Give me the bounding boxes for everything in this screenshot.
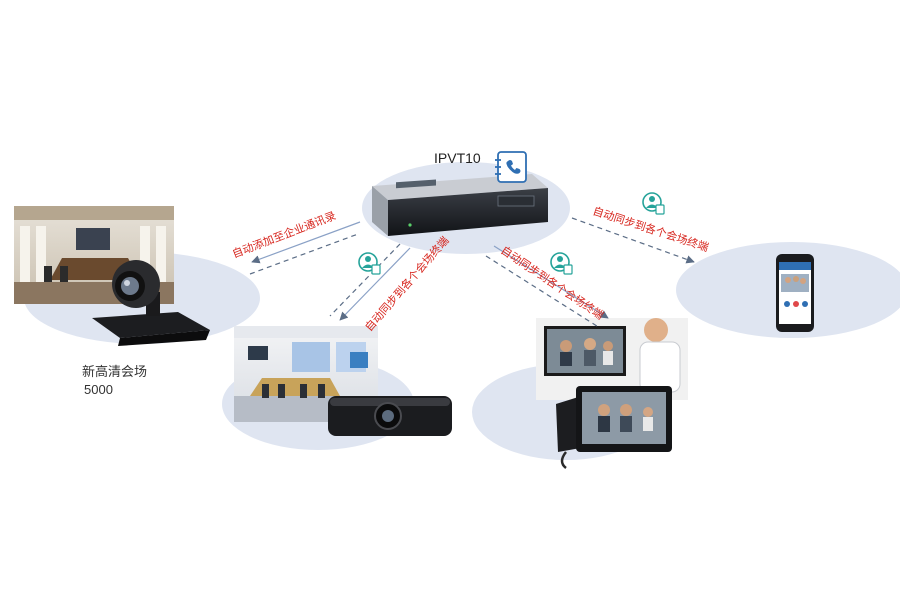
endpoint-gvc3200: 新高清会场 5000 <box>14 206 260 397</box>
link-label-sync-phone: 自动同步到各个会场终端 <box>498 243 606 322</box>
endpoint-model: 5000 <box>84 382 113 397</box>
meeting-photo <box>536 318 688 400</box>
connector-server-to-gvc3200 <box>249 221 361 275</box>
user-sync-icon <box>358 252 381 275</box>
smartphone-icon <box>776 254 814 332</box>
connector-server-to-gvc3210 <box>329 243 411 321</box>
endpoint-name: 新高清会场 <box>82 364 147 380</box>
video-bar-icon <box>328 396 452 436</box>
endpoint-mobile <box>676 242 900 338</box>
connector-server-to-mobile <box>571 217 695 264</box>
video-camera-icon <box>92 260 210 346</box>
user-sync-icon <box>642 192 665 215</box>
address-book-icon <box>495 151 527 183</box>
meeting-room-photo <box>234 326 378 422</box>
user-sync-icon <box>550 252 573 275</box>
video-phone-icon <box>556 386 672 469</box>
endpoint-gxv-phone <box>472 318 688 469</box>
server-name: IPVT10 <box>434 150 481 166</box>
connector-server-to-phone <box>485 245 609 329</box>
link-label-add-directory: 自动添加至企业通讯录 <box>230 208 338 260</box>
endpoint-gvc3210 <box>222 326 452 450</box>
server-node: IPVT10 <box>362 150 570 254</box>
